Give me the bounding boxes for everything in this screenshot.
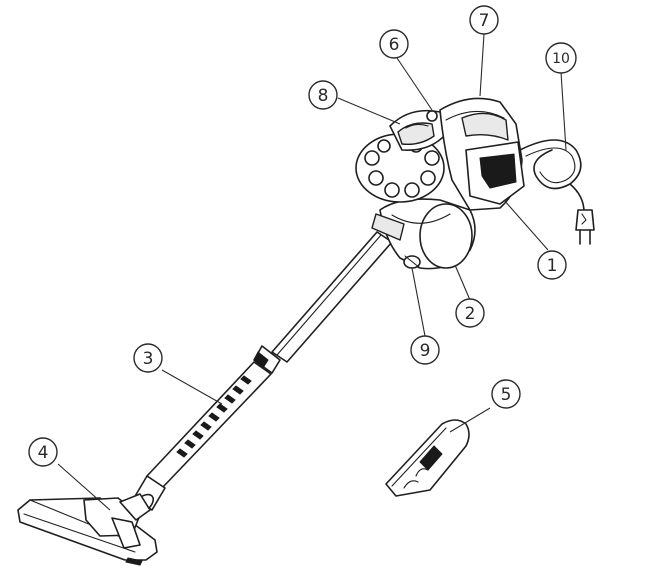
callout-4: 4 — [28, 437, 58, 467]
callout-2: 2 — [455, 298, 485, 328]
callout-label-8: 8 — [318, 86, 329, 106]
callout-6: 6 — [379, 29, 409, 59]
callout-1: 1 — [537, 250, 567, 280]
callout-label-6: 6 — [389, 35, 400, 55]
handle-battery — [439, 97, 525, 211]
callout-5: 5 — [491, 379, 521, 409]
callout-label-4: 4 — [38, 443, 49, 463]
callout-label-5: 5 — [501, 385, 512, 405]
callout-3: 3 — [133, 343, 163, 373]
leader-lines — [57, 33, 567, 511]
extension-tube — [131, 231, 393, 515]
callout-10: 10 — [545, 42, 577, 74]
main-body — [371, 198, 476, 270]
callout-label-9: 9 — [420, 341, 431, 361]
charger-cord — [519, 139, 595, 245]
callout-9: 9 — [410, 335, 440, 365]
callout-label-10: 10 — [552, 51, 570, 67]
crevice-tool — [385, 419, 470, 497]
callout-label-7: 7 — [479, 11, 490, 31]
callout-7: 7 — [469, 5, 499, 35]
floor-brush — [17, 493, 158, 566]
tube-ribs — [176, 375, 252, 458]
callout-label-3: 3 — [143, 349, 154, 369]
callout-label-2: 2 — [465, 304, 476, 324]
callout-8: 8 — [308, 80, 338, 110]
callout-label-1: 1 — [547, 256, 558, 276]
cyclone-head — [355, 109, 447, 203]
